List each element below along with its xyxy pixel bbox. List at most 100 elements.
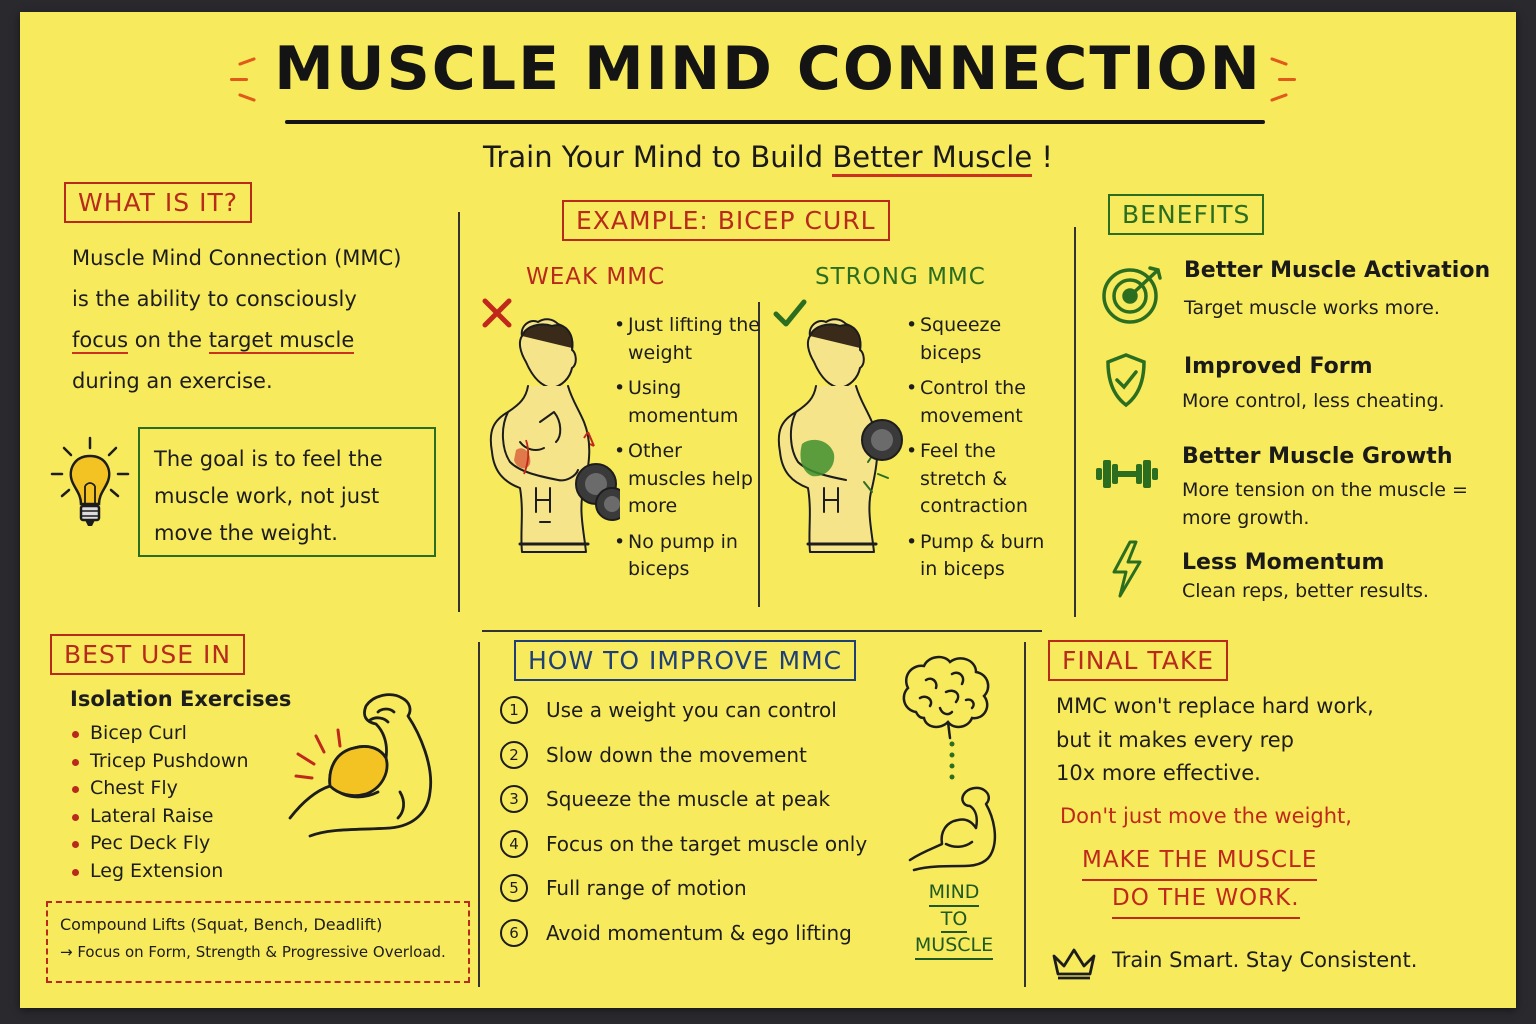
flexed-arm-icon [288, 693, 433, 838]
step-item: 1 Use a weight you can control [500, 688, 867, 733]
step-text: Slow down the movement [546, 742, 807, 767]
step-number: 4 [500, 829, 528, 858]
small-flexed-arm-icon [908, 786, 997, 872]
definition-line: is the ability to consciously [72, 286, 357, 311]
weak-curl-figure [489, 318, 620, 553]
title-accent-mark [1278, 78, 1296, 81]
page-title: MUSCLE MIND CONNECTION [274, 34, 1262, 104]
weak-mmc-list: Just lifting the weight Using momentum O… [614, 312, 764, 592]
lightbulb-icon [50, 436, 130, 526]
compound-lifts-note: Compound Lifts (Squat, Bench, Deadlift) … [46, 901, 470, 983]
improve-heading: HOW TO IMPROVE MMC [514, 640, 857, 681]
exercise-item: Bicep Curl [68, 720, 249, 748]
step-number: 2 [500, 740, 528, 769]
benefit-title: Better Muscle Growth [1182, 444, 1453, 469]
step-text: Use a weight you can control [546, 698, 837, 723]
compound-line: → Focus on Form, Strength & Progressive … [60, 943, 446, 961]
exercise-item: Pec Deck Fly [68, 830, 249, 858]
final-line: MMC won't replace hard work, [1056, 694, 1374, 718]
definition-line: during an exercise. [72, 368, 273, 393]
x-mark-icon [482, 298, 512, 328]
benefit-desc: Clean reps, better results. [1182, 580, 1429, 602]
subtitle-end: ! [1032, 140, 1054, 174]
strong-curl-figure [777, 318, 903, 553]
isolation-list: Bicep Curl Tricep Pushdown Chest Fly Lat… [68, 720, 249, 885]
benefit-desc: More control, less cheating. [1182, 390, 1445, 412]
final-emphasis: DO THE WORK. [1112, 880, 1300, 919]
step-item: 5 Full range of motion [500, 866, 867, 911]
step-text: Avoid momentum & ego lifting [546, 920, 852, 945]
footer-motto: Train Smart. Stay Consistent. [1112, 948, 1418, 972]
step-item: 4 Focus on the target muscle only [500, 822, 867, 867]
best-use-heading: BEST USE IN [50, 634, 246, 675]
weak-bullet: No pump in biceps [614, 529, 764, 584]
mind-word: MIND [928, 880, 980, 907]
benefit-title: Better Muscle Activation [1184, 258, 1491, 283]
weak-bullet: Just lifting the weight [614, 312, 764, 367]
definition-line: focus on the target muscle [72, 320, 452, 361]
divider [482, 630, 1042, 632]
strong-bullet: Pump & burn in biceps [906, 529, 1066, 584]
benefit-desc: Target muscle works more. [1184, 297, 1440, 319]
mind-to-muscle-label: MIND TO MUSCLE [908, 880, 1000, 961]
benefits-heading: BENEFITS [1108, 194, 1265, 235]
to-word: TO [940, 907, 968, 934]
subtitle-start: Train Your Mind to Build [482, 140, 833, 174]
step-number: 3 [500, 785, 528, 814]
step-text: Squeeze the muscle at peak [546, 787, 831, 812]
step-number: 1 [500, 696, 528, 725]
what-is-it-heading: WHAT IS IT? [64, 182, 252, 223]
improve-steps: 1 Use a weight you can control 2 Slow down… [500, 688, 867, 955]
final-line: 10x more effective. [1056, 761, 1261, 786]
weak-bullet: Other muscles help more [614, 438, 764, 521]
strong-bullet: Feel the stretch & contraction [906, 438, 1066, 521]
divider [1074, 227, 1076, 617]
muscle-word: MUSCLE [914, 933, 994, 961]
strong-mmc-title: STRONG MMC [815, 264, 986, 290]
benefit-title: Improved Form [1184, 354, 1373, 379]
poster: MUSCLE MIND CONNECTION Train Your Mind t… [20, 12, 1516, 1008]
step-number: 5 [500, 874, 528, 903]
target-muscle-word: target muscle [208, 327, 355, 354]
title-underline [285, 120, 1265, 124]
checkmark-icon [773, 299, 807, 327]
lightning-icon [1112, 540, 1142, 598]
final-call-to-action: Don't just move the weight, [1060, 804, 1352, 828]
exercise-item: Leg Extension [68, 858, 249, 886]
divider [458, 212, 460, 612]
final-line: but it makes every rep [1056, 727, 1294, 752]
strong-bullet: Control the movement [906, 375, 1066, 430]
divider [478, 642, 480, 987]
page-subtitle: Train Your Mind to Build Better Muscle ! [20, 140, 1516, 177]
connection-dots [949, 741, 955, 780]
definition-fragment: on the [128, 327, 209, 352]
definition-line: Muscle Mind Connection (MMC) [72, 246, 402, 270]
step-text: Full range of motion [546, 876, 747, 901]
what-is-it-text: Muscle Mind Connection (MMC) is the abil… [72, 238, 452, 402]
dumbbell-icon [1096, 460, 1158, 488]
divider [1024, 642, 1026, 987]
compound-line: Compound Lifts (Squat, Bench, Deadlift) [60, 915, 383, 934]
step-item: 3 Squeeze the muscle at peak [500, 777, 867, 822]
benefit-desc: More tension on the muscle = more growth… [1182, 479, 1468, 529]
crown-icon [1052, 948, 1096, 980]
exercise-item: Lateral Raise [68, 803, 249, 831]
focus-word: focus [72, 327, 129, 354]
shield-check-icon [1106, 353, 1146, 408]
title-accent-mark [230, 78, 248, 81]
brain-icon [902, 655, 990, 740]
final-take-heading: FINAL TAKE [1048, 640, 1229, 681]
strong-mmc-list: Squeeze biceps Control the movement Feel… [906, 312, 1066, 592]
step-number: 6 [500, 918, 528, 947]
goal-callout: The goal is to feel the muscle work, not… [138, 427, 436, 557]
weak-mmc-title: WEAK MMC [526, 264, 666, 290]
subtitle-highlight: Better Muscle [832, 140, 1033, 177]
step-text: Focus on the target muscle only [546, 831, 868, 856]
isolation-subhead: Isolation Exercises [70, 687, 292, 711]
final-take-text: MMC won't replace hard work, but it make… [1056, 690, 1374, 791]
target-icon [1102, 266, 1162, 324]
final-emphasis: MAKE THE MUSCLE [1082, 842, 1318, 881]
step-item: 2 Slow down the movement [500, 733, 867, 778]
exercise-item: Chest Fly [68, 775, 249, 803]
weak-bullet: Using momentum [614, 375, 764, 430]
